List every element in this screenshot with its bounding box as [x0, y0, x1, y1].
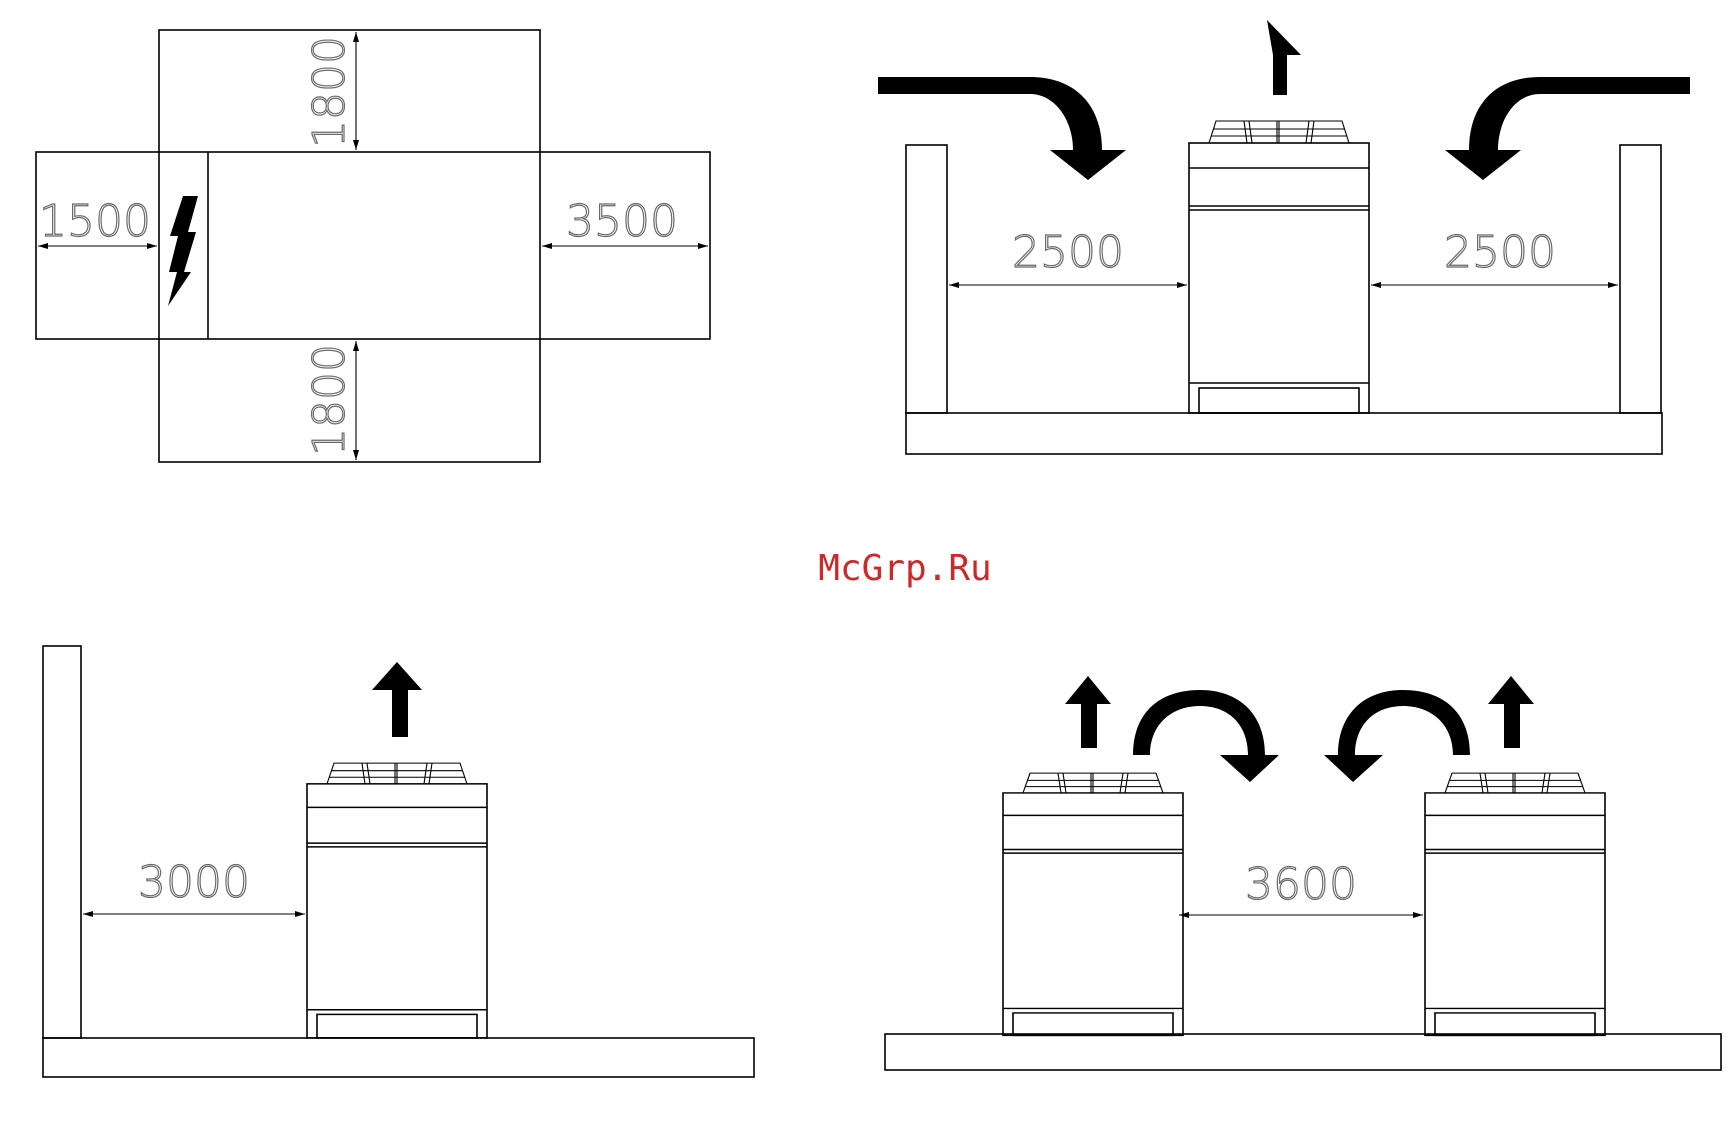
top-clearance-label: 1800 — [304, 36, 355, 148]
left-wall — [906, 145, 947, 413]
right-wall — [1620, 145, 1661, 413]
wall — [43, 646, 81, 1038]
ground-slab — [43, 1038, 754, 1077]
intake-left-curved-arrow-icon — [878, 77, 1126, 180]
two-units-view: 3600 — [885, 676, 1721, 1070]
right-exhaust-up-arrow-icon — [1488, 676, 1534, 748]
exhaust-up-arrow-icon — [1267, 20, 1301, 95]
right-clearance-label: 2500 — [1444, 227, 1556, 278]
condensing-unit — [307, 763, 487, 1038]
right-clearance-label: 3500 — [566, 196, 678, 247]
exhaust-up-arrow-icon — [372, 662, 422, 737]
clearance-label: 3000 — [138, 857, 250, 908]
two-walls-view: 2500 2500 — [878, 20, 1690, 454]
condensing-unit — [1189, 121, 1369, 413]
single-wall-view: 3000 — [43, 646, 754, 1077]
watermark: McGrp.Ru — [790, 548, 1020, 589]
right-recirculation-curved-arrow-icon — [1324, 690, 1470, 782]
ground-slab — [885, 1034, 1721, 1070]
left-exhaust-up-arrow-icon — [1065, 676, 1111, 748]
left-recirculation-curved-arrow-icon — [1133, 690, 1279, 782]
intake-right-curved-arrow-icon — [1445, 77, 1690, 180]
left-condensing-unit — [1003, 773, 1183, 1035]
ground-slab — [906, 413, 1662, 454]
right-condensing-unit — [1425, 773, 1605, 1035]
plan-view: 1800 1800 1500 3500 — [36, 30, 710, 462]
lightning-bolt-icon — [168, 196, 198, 306]
clearance-label: 3600 — [1245, 859, 1357, 910]
bottom-clearance-label: 1800 — [304, 344, 355, 456]
left-clearance-label: 2500 — [1012, 227, 1124, 278]
left-clearance-label: 1500 — [39, 196, 151, 247]
